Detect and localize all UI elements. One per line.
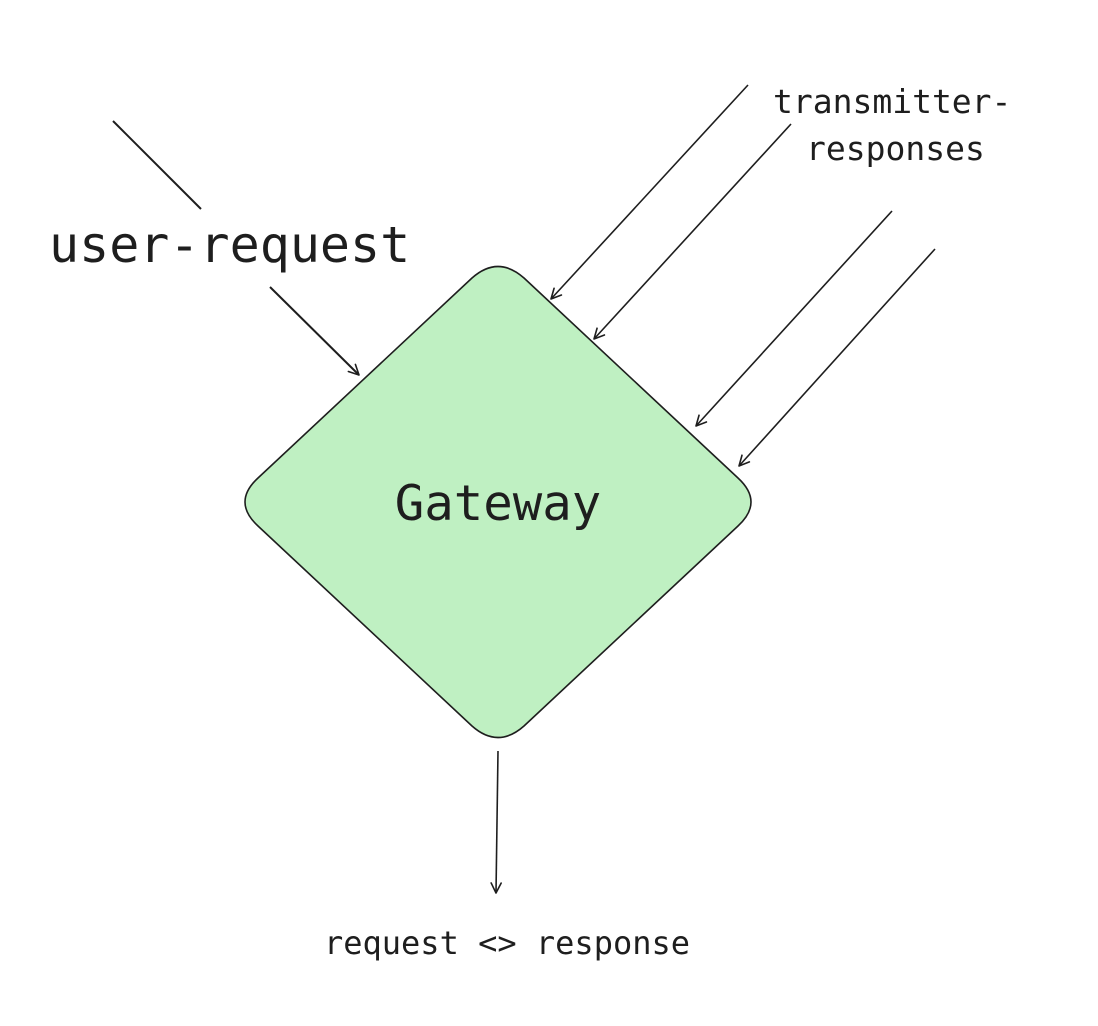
transmitter-responses-label-line2: responses	[806, 129, 985, 168]
transmitter-response-arrow-1	[550, 84, 749, 300]
transmitter-response-arrow-4	[738, 248, 936, 467]
transmitter-response-arrow-3	[695, 210, 893, 427]
gateway-label: Gateway	[395, 475, 602, 532]
transmitter-response-arrow-2	[593, 123, 792, 340]
user-request-arrow-tail	[112, 120, 202, 210]
output-label: request <> response	[324, 924, 690, 962]
output-arrow	[490, 750, 502, 894]
transmitter-responses-label-line1: transmitter-	[773, 82, 1011, 121]
user-request-label: user-request	[49, 216, 410, 274]
user-request-arrow	[269, 286, 360, 376]
gateway-node[interactable]	[244, 265, 752, 739]
